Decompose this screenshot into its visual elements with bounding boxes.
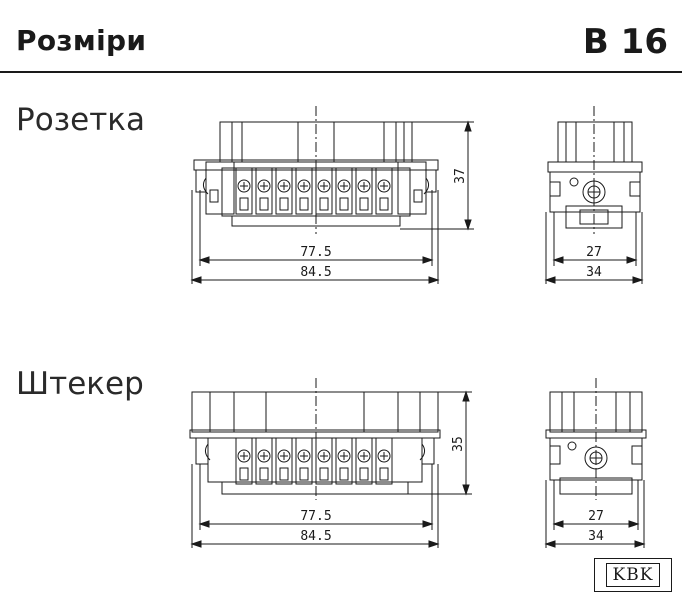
plug-front-inner-dim: 77.5: [300, 509, 331, 524]
plug-side-inner-dim: 27: [588, 509, 604, 524]
plug-terminal: [355, 437, 373, 485]
plug-terminal: [235, 437, 253, 485]
kbk-logo-text: KBK: [605, 563, 661, 587]
socket-label: Розетка: [16, 102, 145, 138]
header-divider: [0, 71, 682, 73]
socket-terminal: [235, 167, 253, 215]
socket-side-view: [544, 106, 644, 284]
plug-terminal: [275, 437, 293, 485]
socket-terminal: [295, 167, 313, 215]
plug-terminal: [295, 437, 313, 485]
plug-front-view: [189, 378, 472, 548]
socket-side-outer-dim: 34: [586, 265, 602, 280]
socket-terminal: [335, 167, 353, 215]
socket-terminal: [355, 167, 373, 215]
plug-terminal: [255, 437, 273, 485]
socket-terminal: [275, 167, 293, 215]
plug-terminal: [335, 437, 353, 485]
plug-height-dim: 35: [451, 436, 466, 452]
kbk-logo: KBK: [594, 558, 672, 592]
socket-front-view: [190, 106, 474, 284]
socket-terminal: [315, 167, 333, 215]
plug-front-outer-dim: 84.5: [300, 529, 331, 544]
socket-front-outer-dim: 84.5: [300, 265, 331, 280]
socket-terminal: [255, 167, 273, 215]
socket-terminal: [375, 167, 393, 215]
page-title: Розміри: [16, 24, 147, 57]
plug-side-outer-dim: 34: [588, 529, 604, 544]
product-code: B 16: [582, 22, 668, 62]
socket-front-inner-dim: 77.5: [300, 245, 331, 260]
plug-label: Штекер: [16, 366, 144, 402]
socket-height-dim: 37: [453, 168, 468, 184]
plug-terminal: [375, 437, 393, 485]
plug-terminal: [315, 437, 333, 485]
plug-side-view: [544, 378, 647, 548]
socket-side-inner-dim: 27: [586, 245, 602, 260]
